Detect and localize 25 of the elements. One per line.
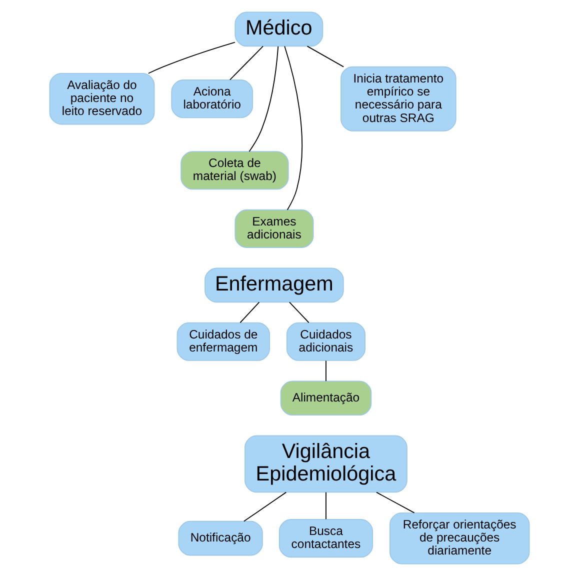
connector: [325, 492, 326, 520]
node-box: Médico: [234, 12, 323, 47]
connector: [376, 492, 414, 514]
node-box: Cuidados adicionais: [286, 322, 365, 361]
node-box: Vigilância Epidemiológica: [244, 435, 407, 493]
node-box: Reforçar orientações de precauções diariamente: [388, 512, 530, 564]
connector: [284, 46, 302, 210]
node-box: Busca contactantes: [278, 519, 373, 558]
node-box: Coleta de material (swab): [180, 151, 288, 190]
node-box: Exames adicionais: [234, 209, 314, 248]
node-box: Inicia tratamento empírico se necessário para outras SRAG: [340, 66, 456, 132]
node-box: Aciona laboratório: [170, 80, 253, 118]
connector: [288, 302, 309, 324]
node-box: Enfermagem: [204, 268, 344, 303]
node-box: Notificação: [178, 520, 262, 556]
node-box: Cuidados de enfermagem: [176, 322, 270, 361]
connector: [147, 42, 235, 74]
connector: [248, 46, 278, 152]
connector: [239, 302, 260, 324]
connector: [306, 46, 344, 68]
connector: [228, 46, 264, 80]
connector: [325, 360, 326, 382]
node-box: Alimentação: [280, 380, 372, 416]
node-box: Avaliação do paciente no leito reservado: [48, 72, 154, 125]
connector: [242, 492, 286, 522]
